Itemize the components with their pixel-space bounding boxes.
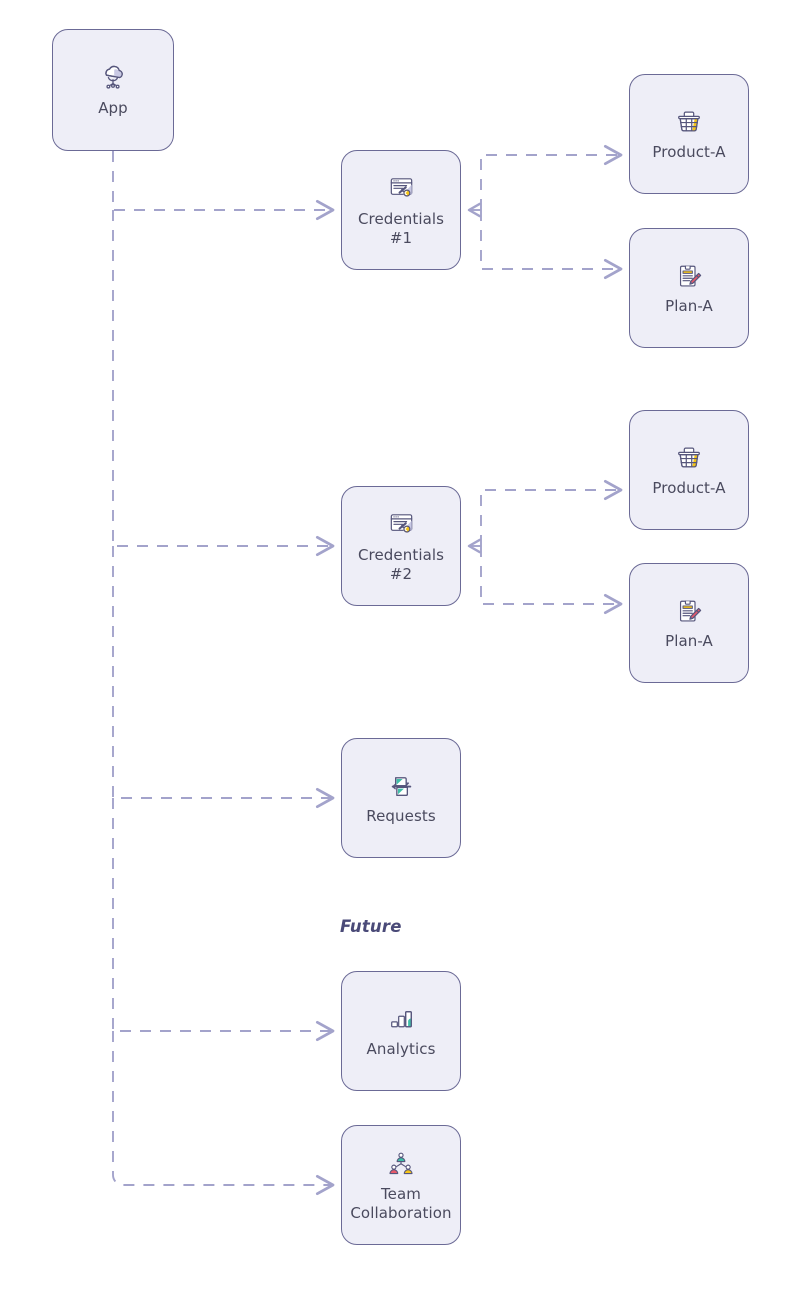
node-label: Credentials #2 xyxy=(357,545,445,583)
shopping-basket-icon xyxy=(672,441,706,475)
node-label: Product-A xyxy=(652,143,726,162)
node-product-a-mid[interactable]: Product-A xyxy=(629,410,749,530)
edge-cred2-to-plan xyxy=(480,546,623,615)
node-label: Credentials #1 xyxy=(357,209,445,247)
node-label: Team Collaboration xyxy=(350,1184,452,1222)
edge-app-to-cred2 xyxy=(112,210,335,557)
edge-app-to-cred1 xyxy=(112,151,335,221)
exchange-pages-icon xyxy=(384,769,418,803)
node-product-a-top[interactable]: Product-A xyxy=(629,74,749,194)
edge-app-to-team xyxy=(112,1031,335,1196)
team-people-icon xyxy=(384,1147,418,1181)
cloud-network-icon xyxy=(96,61,130,95)
browser-key-icon xyxy=(384,508,418,542)
edge-cred2-to-product xyxy=(480,479,623,546)
edge-app-to-analytics xyxy=(112,798,335,1042)
edge-cred1-to-product xyxy=(480,144,623,210)
section-label-future: Future xyxy=(340,917,402,936)
node-label: App xyxy=(98,99,128,118)
node-plan-a-top[interactable]: Plan-A xyxy=(629,228,749,348)
node-credentials-1[interactable]: Credentials #1 xyxy=(341,150,461,270)
node-label: Requests xyxy=(366,807,436,826)
clipboard-pencil-icon xyxy=(672,594,706,628)
node-plan-a-mid[interactable]: Plan-A xyxy=(629,563,749,683)
node-label: Product-A xyxy=(652,479,726,498)
node-label: Plan-A xyxy=(665,297,713,316)
edge-cred1-to-plan xyxy=(480,210,623,280)
node-app[interactable]: App xyxy=(52,29,174,151)
edge-app-to-requests xyxy=(112,546,335,809)
shopping-basket-icon xyxy=(672,105,706,139)
node-label: Plan-A xyxy=(665,632,713,651)
node-credentials-2[interactable]: Credentials #2 xyxy=(341,486,461,606)
node-requests[interactable]: Requests xyxy=(341,738,461,858)
node-label: Analytics xyxy=(366,1040,436,1059)
browser-key-icon xyxy=(384,172,418,206)
clipboard-pencil-icon xyxy=(672,259,706,293)
node-team-collaboration[interactable]: Team Collaboration xyxy=(341,1125,461,1245)
bar-chart-icon xyxy=(384,1002,418,1036)
node-analytics[interactable]: Analytics xyxy=(341,971,461,1091)
